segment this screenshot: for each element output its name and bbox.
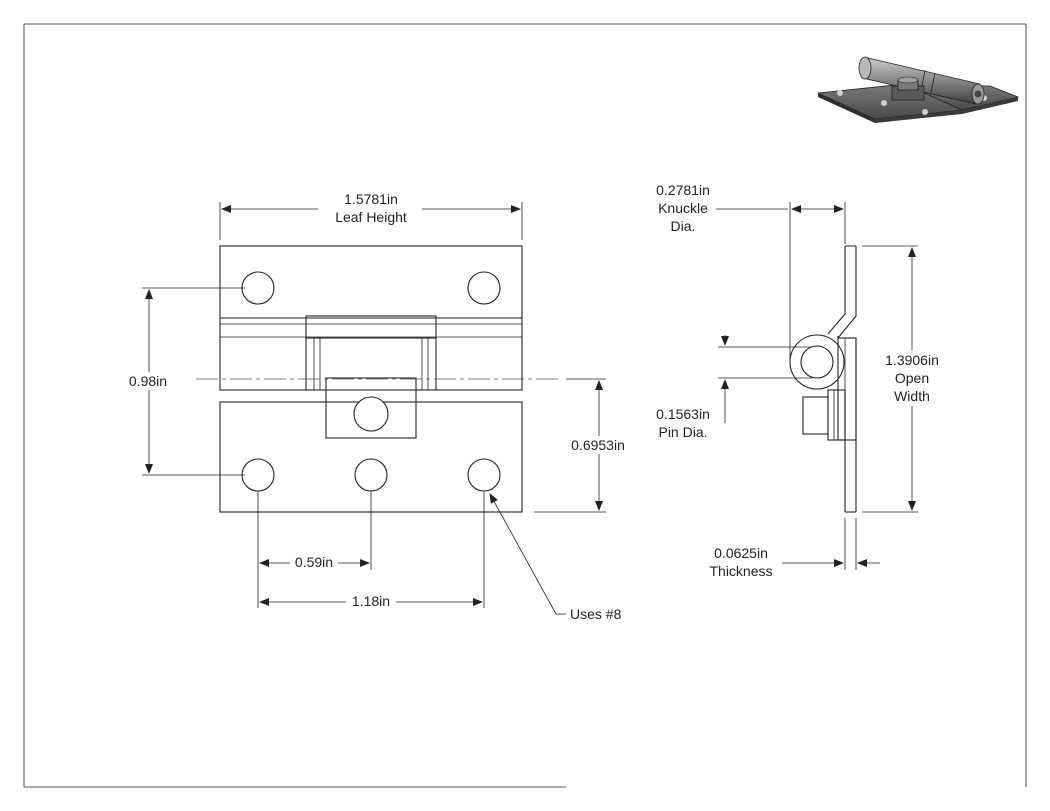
dim-leaf-height: 1.5781in Leaf Height (219, 191, 523, 240)
pin-dia-label: Pin Dia. (658, 424, 707, 440)
leaf-height-label: Leaf Height (335, 209, 407, 225)
lower-knuckle-tab (325, 377, 417, 439)
mount-hole (241, 271, 275, 305)
dim-open-width: 1.3906in Open Width (862, 245, 944, 513)
dim-hole-span: 1.18in (259, 592, 483, 610)
dim-thickness: 0.0625in Thickness (700, 518, 880, 580)
mount-hole (241, 458, 275, 492)
dim-pin-dia: 0.1563in Pin Dia. (648, 335, 812, 441)
hinge-3d-preview-icon (816, 56, 1020, 123)
mount-hole (467, 458, 501, 492)
thickness-label: Thickness (709, 563, 772, 579)
pin-dia-value: 0.1563in (656, 406, 710, 422)
mount-hole (354, 458, 388, 492)
dim-leaf-width: 0.6953in (534, 378, 630, 513)
knuckle-hole (353, 396, 389, 432)
open-width-label2: Width (894, 388, 930, 404)
open-width-label1: Open (895, 370, 929, 386)
leaf-height-value: 1.5781in (344, 191, 398, 207)
dim-hole-spacing: 0.59in (257, 491, 485, 608)
thickness-value: 0.0625in (714, 545, 768, 561)
hole-span-vertical-value: 0.98in (129, 373, 167, 389)
knuckle-tab (305, 315, 437, 339)
open-width-value: 1.3906in (885, 352, 939, 368)
knuckle-dia-value: 0.2781in (656, 182, 710, 198)
hole-spacing-value: 0.59in (295, 554, 333, 570)
drawing-border (23, 23, 1027, 788)
knuckle-dia-label2: Dia. (671, 218, 696, 234)
knuckle-outer (789, 334, 845, 390)
side-view (789, 245, 857, 513)
mount-hole (467, 271, 501, 305)
fastener-note: Uses #8 (489, 493, 622, 622)
fastener-label: Uses #8 (570, 606, 622, 622)
knuckle-dia-label1: Knuckle (658, 200, 708, 216)
dim-hole-span-vertical: 0.98in (124, 287, 245, 476)
front-view (196, 245, 560, 513)
leaf-width-value: 0.6953in (571, 437, 625, 453)
pin-circle (800, 345, 834, 379)
hole-span-value: 1.18in (352, 593, 390, 609)
dim-knuckle-dia: 0.2781in Knuckle Dia. (650, 182, 846, 362)
